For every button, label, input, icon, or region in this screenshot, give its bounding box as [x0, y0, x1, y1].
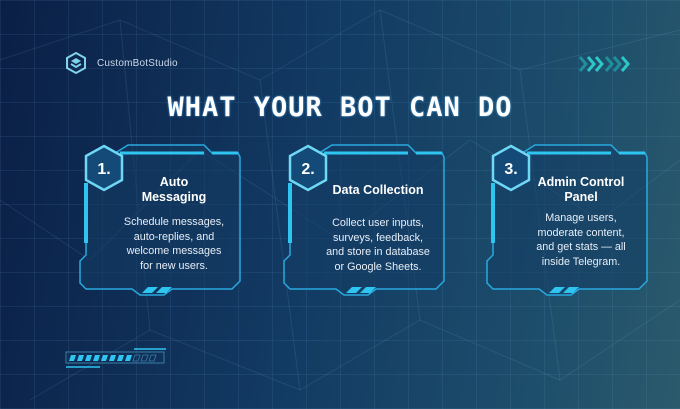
- card-description: Manage users,moderate content, and get s…: [536, 212, 626, 268]
- card-title: Data Collection: [332, 183, 424, 197]
- brand-logo: CustomBotStudio: [65, 52, 178, 74]
- card-description: Schedule messages,auto-replies, and welc…: [123, 216, 225, 272]
- card-frame: [486, 144, 648, 296]
- card-frame: [283, 144, 445, 296]
- step-number: 2.: [301, 161, 315, 178]
- card-description: Collect user inputs,surveys, feedback, a…: [326, 217, 430, 273]
- step-number: 3.: [504, 161, 518, 178]
- feature-card-2: 2. Data Collection Collect user inputs,s…: [276, 143, 456, 298]
- cube-logo-icon: [66, 52, 86, 74]
- brand-name: CustomBotStudio: [97, 57, 178, 69]
- progress-bar-decoration: [65, 348, 166, 368]
- card-frame: [79, 144, 241, 296]
- step-number: 1.: [97, 161, 111, 178]
- chevrons-right-icon: [578, 56, 630, 72]
- page-title: WHAT YOUR BOT CAN DO: [167, 92, 513, 123]
